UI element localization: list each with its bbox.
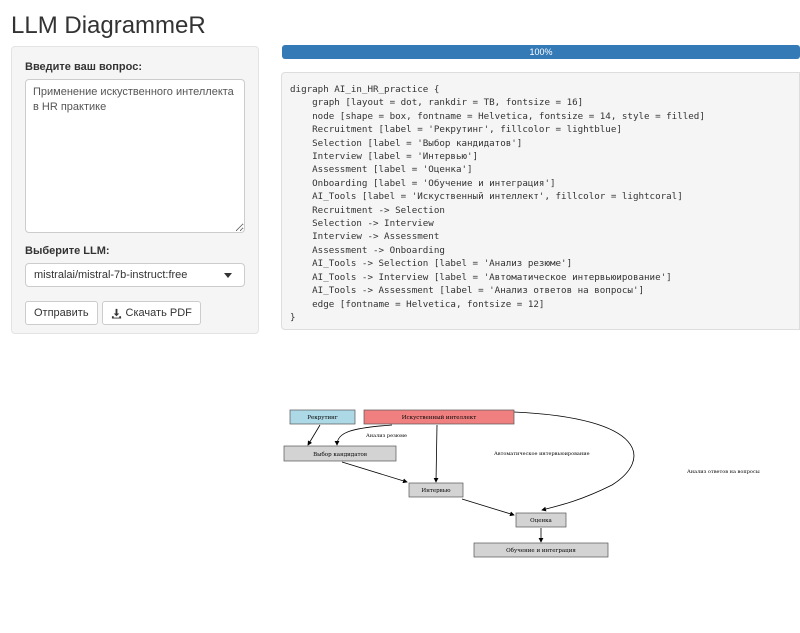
code-line: AI_Tools -> Selection [label = 'Анализ р…: [290, 258, 573, 270]
app-title: LLM DiagrammeR: [11, 12, 206, 39]
code-line: Interview -> Assessment: [290, 231, 440, 243]
llm-label: Выберите LLM:: [25, 245, 110, 257]
code-line: Assessment -> Onboarding: [290, 244, 445, 256]
sidebar-panel: Введите ваш вопрос: Применение искуствен…: [11, 46, 259, 334]
code-line: AI_Tools [label = 'Искуственный интеллек…: [290, 191, 683, 203]
node-assessment: Оценка: [515, 512, 567, 528]
action-buttons: Отправить Скачать PDF: [25, 301, 245, 325]
llm-select-value: mistralai/mistral-7b-instruct:free: [34, 269, 188, 281]
progress-bar: 100%: [282, 45, 800, 59]
progress-fill: 100%: [282, 45, 800, 59]
node-ai-tools-label: Искуственный интеллект: [402, 415, 477, 421]
node-recruitment-label: Рекрутинг: [307, 415, 338, 421]
diagram-output: Анализ резюме Автоматическое интервьюиро…: [283, 409, 760, 558]
code-line: Onboarding [label = 'Обучение и интеграц…: [290, 177, 556, 189]
chevron-down-icon: [224, 272, 232, 278]
node-onboarding: Обучение и интеграция: [473, 542, 609, 558]
code-line: AI_Tools -> Assessment [label = 'Анализ …: [290, 285, 645, 297]
question-label: Введите ваш вопрос:: [25, 61, 142, 73]
download-pdf-button[interactable]: Скачать PDF: [101, 301, 201, 325]
code-line: AI_Tools -> Interview [label = 'Автомати…: [290, 271, 672, 283]
code-line: Interview [label = 'Интервью']: [290, 151, 479, 163]
code-output: digraph AI_in_HR_practice { graph [layou…: [281, 72, 800, 330]
llm-select[interactable]: mistralai/mistral-7b-instruct:free: [25, 263, 245, 287]
node-ai-tools: Искуственный интеллект: [363, 409, 515, 425]
send-button[interactable]: Отправить: [25, 301, 98, 325]
node-interview-label: Интервью: [421, 488, 450, 494]
download-icon: [111, 308, 121, 319]
node-interview: Интервью: [408, 482, 464, 498]
node-onboarding-label: Обучение и интеграция: [506, 547, 576, 554]
progress-label: 100%: [529, 47, 553, 57]
code-line: digraph AI_in_HR_practice {: [290, 84, 440, 95]
edge-ai-interview: [433, 424, 439, 483]
edge-label-auto-interview: Автоматическое интервьюирование: [494, 451, 590, 457]
code-line: Recruitment -> Selection: [290, 204, 445, 216]
node-selection-label: Выбор кандидатов: [313, 451, 367, 458]
code-line: edge [fontname = Helvetica, fontsize = 1…: [290, 298, 545, 310]
code-line: Selection [label = 'Выбор кандидатов']: [290, 137, 523, 149]
edge-interview-assessment: [461, 498, 515, 517]
edge-selection-interview: [341, 461, 408, 484]
code-line: Assessment [label = 'Оценка']: [290, 164, 473, 176]
code-line: node [shape = box, fontname = Helvetica,…: [290, 110, 705, 122]
edge-recruitment-selection: [307, 424, 321, 446]
edge-label-resume: Анализ резюме: [366, 433, 407, 439]
node-recruitment: Рекрутинг: [289, 409, 356, 425]
download-button-label: Скачать PDF: [125, 307, 192, 319]
question-input[interactable]: Применение искуственного интеллекта в HR…: [25, 79, 245, 233]
code-line: }: [290, 311, 296, 323]
send-button-label: Отправить: [34, 307, 89, 319]
node-assessment-label: Оценка: [530, 518, 552, 524]
node-selection: Выбор кандидатов: [283, 445, 397, 462]
code-line: graph [layout = dot, rankdir = TB, fonts…: [290, 97, 584, 109]
edge-ai-assessment: [513, 411, 635, 512]
code-line: Recruitment [label = 'Рекрутинг', fillco…: [290, 124, 622, 136]
edge-label-answers: Анализ ответов на вопросы: [687, 469, 760, 475]
code-line: Selection -> Interview: [290, 218, 434, 230]
edge-ai-selection: [334, 424, 393, 446]
